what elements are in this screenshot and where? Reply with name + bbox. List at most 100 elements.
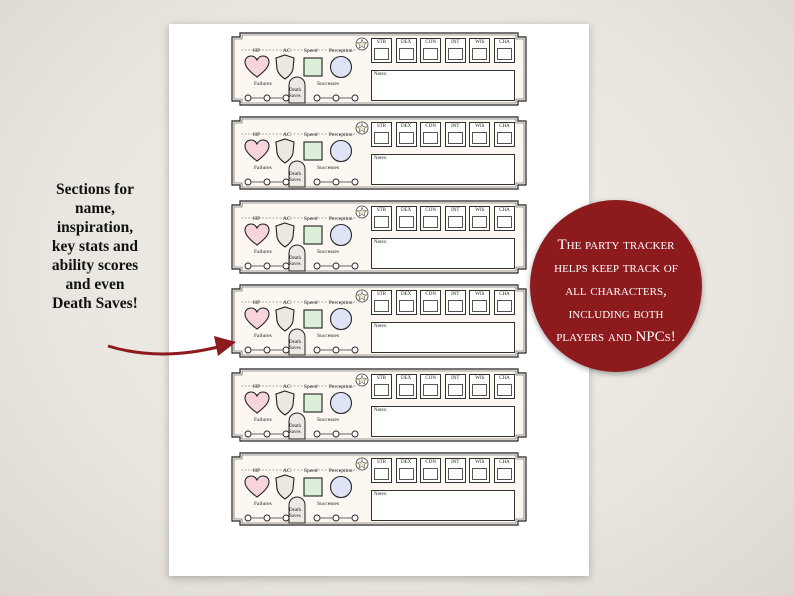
ability-box-con[interactable]: CON: [420, 374, 442, 399]
ability-score-field[interactable]: [497, 468, 512, 480]
ability-score-field[interactable]: [374, 216, 389, 228]
ability-score-field[interactable]: [472, 384, 488, 396]
ability-box-dex[interactable]: DEX: [395, 206, 417, 231]
ability-score-field[interactable]: [497, 48, 512, 60]
ability-box-wis[interactable]: WIS: [469, 38, 491, 63]
notes-field[interactable]: Notes:: [371, 490, 515, 521]
ability-box-wis[interactable]: WIS: [469, 458, 491, 483]
ability-box-wis[interactable]: WIS: [469, 290, 491, 315]
hp-heart-icon[interactable]: [244, 391, 270, 420]
ac-shield-icon[interactable]: [275, 390, 295, 421]
ability-box-wis[interactable]: WIS: [469, 122, 491, 147]
ability-score-field[interactable]: [497, 300, 512, 312]
ability-score-field[interactable]: [423, 384, 439, 396]
ability-score-field[interactable]: [423, 468, 439, 480]
ability-box-dex[interactable]: DEX: [395, 38, 417, 63]
ability-box-int[interactable]: INT: [444, 206, 466, 231]
success-checkboxes[interactable]: [313, 258, 359, 276]
notes-field[interactable]: Notes:: [371, 322, 515, 353]
hp-heart-icon[interactable]: [244, 475, 270, 504]
inspiration-icon[interactable]: [355, 457, 369, 476]
ac-shield-icon[interactable]: [275, 54, 295, 85]
hp-heart-icon[interactable]: [244, 307, 270, 336]
ability-score-field[interactable]: [472, 300, 488, 312]
ability-score-field[interactable]: [374, 468, 389, 480]
ability-score-field[interactable]: [398, 216, 414, 228]
ability-score-field[interactable]: [447, 300, 463, 312]
ability-box-str[interactable]: STR: [371, 374, 392, 399]
ability-score-field[interactable]: [398, 48, 414, 60]
failure-checkboxes[interactable]: [244, 342, 290, 360]
ability-score-field[interactable]: [447, 48, 463, 60]
perception-circle-icon[interactable]: [329, 223, 353, 252]
ac-shield-icon[interactable]: [275, 138, 295, 169]
speed-box[interactable]: [303, 225, 323, 250]
ability-box-int[interactable]: INT: [444, 458, 466, 483]
speed-box[interactable]: [303, 309, 323, 334]
perception-circle-icon[interactable]: [329, 55, 353, 84]
success-checkboxes[interactable]: [313, 342, 359, 360]
speed-box[interactable]: [303, 477, 323, 502]
ability-score-field[interactable]: [423, 216, 439, 228]
ability-box-con[interactable]: CON: [420, 38, 442, 63]
hp-heart-icon[interactable]: [244, 223, 270, 252]
perception-circle-icon[interactable]: [329, 307, 353, 336]
perception-circle-icon[interactable]: [329, 391, 353, 420]
ability-box-dex[interactable]: DEX: [395, 458, 417, 483]
ability-score-field[interactable]: [447, 216, 463, 228]
ability-box-con[interactable]: CON: [420, 122, 442, 147]
speed-box[interactable]: [303, 141, 323, 166]
ability-score-field[interactable]: [497, 216, 512, 228]
success-checkboxes[interactable]: [313, 510, 359, 528]
inspiration-icon[interactable]: [355, 289, 369, 308]
ability-box-dex[interactable]: DEX: [395, 122, 417, 147]
ability-box-cha[interactable]: CHA: [494, 38, 515, 63]
success-checkboxes[interactable]: [313, 426, 359, 444]
inspiration-icon[interactable]: [355, 121, 369, 140]
ability-score-field[interactable]: [398, 384, 414, 396]
hp-heart-icon[interactable]: [244, 139, 270, 168]
ability-box-wis[interactable]: WIS: [469, 206, 491, 231]
notes-field[interactable]: Notes:: [371, 238, 515, 269]
ability-box-cha[interactable]: CHA: [494, 458, 515, 483]
ability-score-field[interactable]: [497, 132, 512, 144]
ac-shield-icon[interactable]: [275, 306, 295, 337]
speed-box[interactable]: [303, 57, 323, 82]
ability-box-con[interactable]: CON: [420, 206, 442, 231]
notes-field[interactable]: Notes:: [371, 70, 515, 101]
ability-score-field[interactable]: [472, 468, 488, 480]
ability-box-cha[interactable]: CHA: [494, 290, 515, 315]
perception-circle-icon[interactable]: [329, 475, 353, 504]
ability-score-field[interactable]: [447, 468, 463, 480]
ac-shield-icon[interactable]: [275, 474, 295, 505]
ability-score-field[interactable]: [374, 384, 389, 396]
ability-box-dex[interactable]: DEX: [395, 374, 417, 399]
ability-box-str[interactable]: STR: [371, 458, 392, 483]
ability-score-field[interactable]: [398, 468, 414, 480]
failure-checkboxes[interactable]: [244, 258, 290, 276]
inspiration-icon[interactable]: [355, 373, 369, 392]
inspiration-icon[interactable]: [355, 37, 369, 56]
ability-box-int[interactable]: INT: [444, 122, 466, 147]
ability-box-con[interactable]: CON: [420, 290, 442, 315]
hp-heart-icon[interactable]: [244, 55, 270, 84]
ability-box-cha[interactable]: CHA: [494, 122, 515, 147]
ability-box-cha[interactable]: CHA: [494, 374, 515, 399]
failure-checkboxes[interactable]: [244, 510, 290, 528]
ability-box-int[interactable]: INT: [444, 38, 466, 63]
ability-box-con[interactable]: CON: [420, 458, 442, 483]
inspiration-icon[interactable]: [355, 205, 369, 224]
ability-box-str[interactable]: STR: [371, 206, 392, 231]
ability-box-int[interactable]: INT: [444, 290, 466, 315]
ability-score-field[interactable]: [472, 132, 488, 144]
ability-score-field[interactable]: [472, 216, 488, 228]
ability-box-cha[interactable]: CHA: [494, 206, 515, 231]
ability-score-field[interactable]: [472, 48, 488, 60]
failure-checkboxes[interactable]: [244, 90, 290, 108]
success-checkboxes[interactable]: [313, 90, 359, 108]
ability-score-field[interactable]: [423, 48, 439, 60]
ability-box-dex[interactable]: DEX: [395, 290, 417, 315]
ability-box-str[interactable]: STR: [371, 38, 392, 63]
notes-field[interactable]: Notes:: [371, 154, 515, 185]
success-checkboxes[interactable]: [313, 174, 359, 192]
